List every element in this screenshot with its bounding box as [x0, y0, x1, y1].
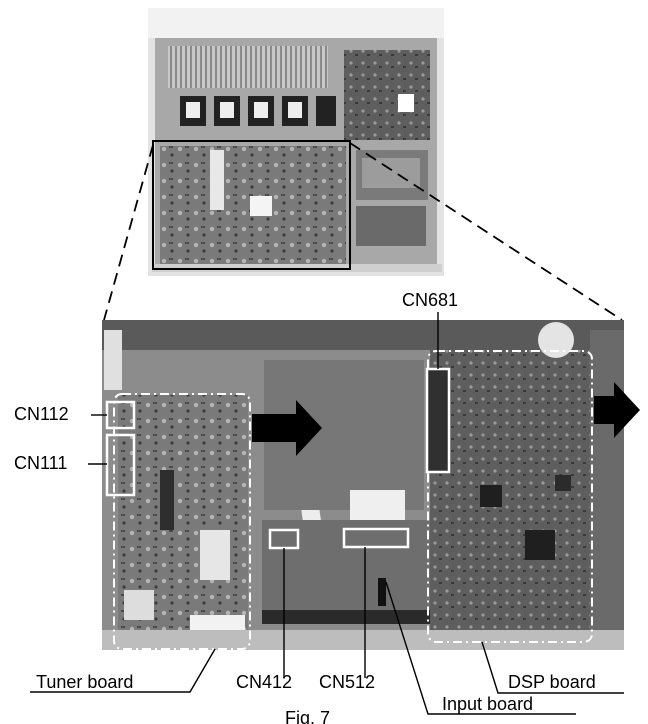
input-board-leader: [385, 581, 576, 715]
unit-overview-photo: [148, 8, 444, 276]
flow-arrow-dsp: [594, 382, 640, 438]
flow-arrow-tuner: [252, 400, 322, 456]
cn681-box: [425, 367, 451, 474]
cn412-label: CN412: [236, 672, 293, 692]
cn681-label: CN681: [402, 290, 459, 310]
cn512-label: CN512: [319, 672, 376, 692]
dsp-board-label: DSP board: [508, 672, 596, 692]
tuner-board-label: Tuner board: [36, 672, 134, 692]
cn112-label: CN112: [14, 404, 69, 424]
cn111-label: CN111: [14, 453, 68, 473]
tuner-board-leader: [30, 648, 216, 693]
zoom-line-left: [103, 144, 154, 321]
figure-caption: Fig. 7: [285, 710, 331, 724]
input-board-label: Input board: [442, 694, 534, 714]
tuner-board-outline: [113, 393, 251, 650]
cn512-box: [342, 527, 410, 549]
dsp-board-outline: [427, 350, 593, 643]
dsp-board-leader: [481, 641, 624, 694]
cn111-box: [105, 433, 136, 497]
overview-highlight-box: [152, 140, 351, 270]
zoom-line-right: [349, 142, 623, 321]
detail-photo: [102, 320, 624, 650]
